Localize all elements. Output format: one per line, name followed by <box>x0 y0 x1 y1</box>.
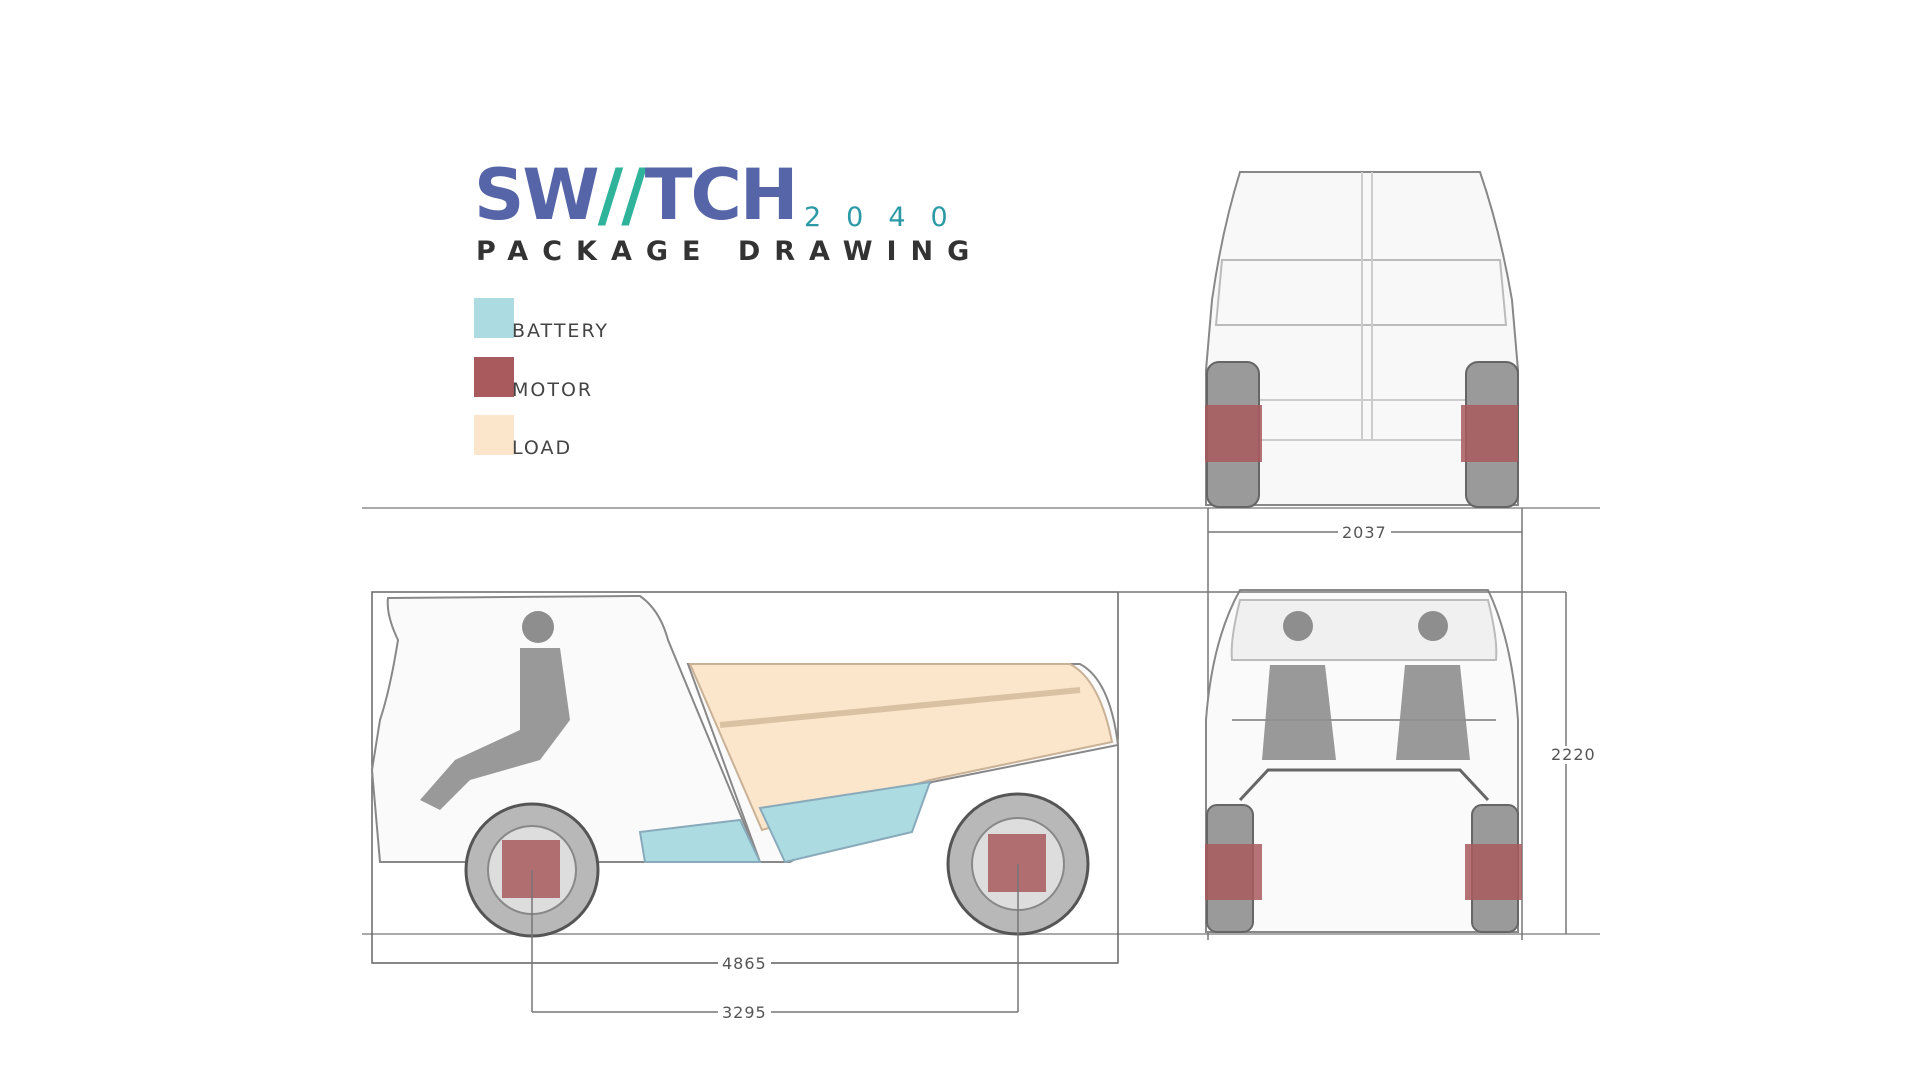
motor-swatch <box>474 357 514 397</box>
rear-motor-right <box>1461 405 1518 462</box>
rear-motor-left <box>1205 405 1262 462</box>
dimension-wheelbase: 3295 <box>718 1004 771 1022</box>
legend-label-load: LOAD <box>512 437 573 459</box>
battery-swatch <box>474 298 514 338</box>
wheelbase-dimension <box>531 864 1019 1013</box>
dimension-width: 2037 <box>1338 524 1391 542</box>
dimension-length: 4865 <box>718 955 771 973</box>
legend-label-motor: MOTOR <box>512 379 594 401</box>
load-swatch <box>474 415 514 455</box>
page-title: PACKAGE DRAWING <box>476 236 984 267</box>
legend-label-battery: BATTERY <box>512 320 610 342</box>
front-motor-left <box>1205 844 1262 900</box>
logo-wordmark: SW//TCH <box>474 154 798 236</box>
logo-year: 2040 <box>804 202 973 233</box>
front-motor <box>502 840 560 898</box>
front-motor-right <box>1465 844 1522 900</box>
switch-logo: SW//TCH 2040 <box>474 154 948 236</box>
dimension-height: 2220 <box>1547 746 1600 764</box>
rear-motor <box>988 834 1046 892</box>
